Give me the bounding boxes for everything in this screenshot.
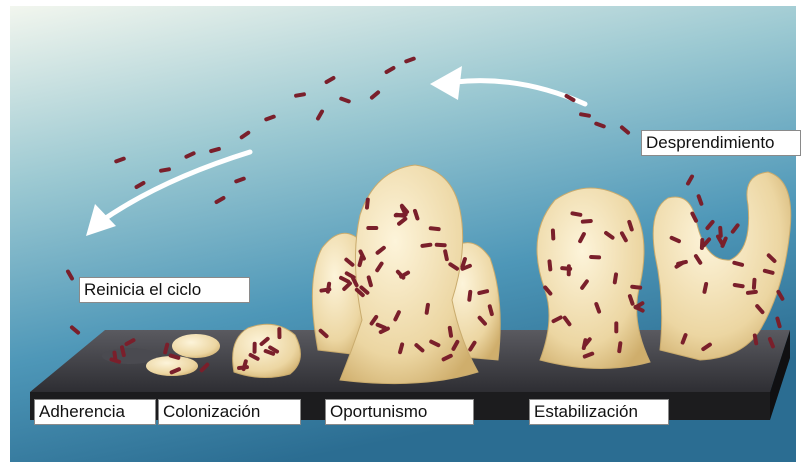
bacterium [700, 238, 705, 250]
label-opportunism: Oportunismo [325, 399, 474, 425]
label-detachment: Desprendimiento [641, 130, 801, 156]
bacterium [277, 327, 281, 339]
bacterium [366, 226, 378, 230]
label-adherence: Adherencia [34, 399, 156, 425]
label-stabilization: Estabilización [529, 399, 669, 425]
bacterium [589, 255, 601, 260]
bacterium [435, 243, 447, 248]
stabilization-biofilm [537, 172, 791, 369]
bacterium [551, 228, 556, 240]
bacterium [752, 278, 757, 290]
bacterium [614, 321, 618, 333]
label-colonization: Colonización [158, 399, 301, 425]
bacterium [252, 342, 256, 354]
bacterium [718, 226, 723, 238]
label-restart-cycle: Reinicia el ciclo [79, 277, 250, 303]
